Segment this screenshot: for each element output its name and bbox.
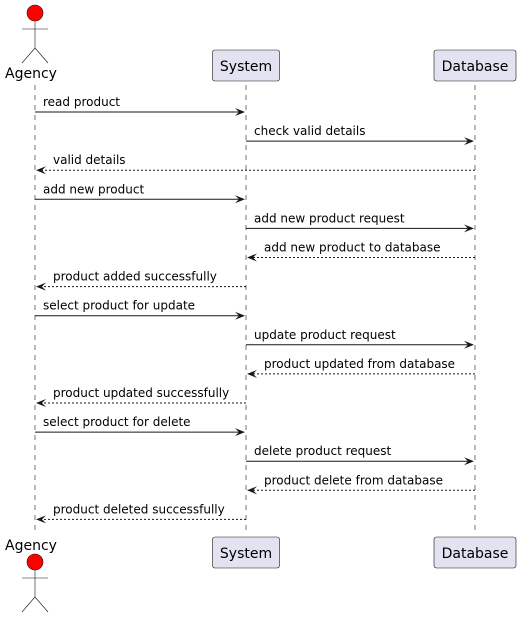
actor-head-icon xyxy=(26,4,44,22)
message-label: product updated from database xyxy=(264,357,455,371)
actor-body-icon xyxy=(21,570,49,613)
participant-box-database xyxy=(433,536,517,569)
message-7: product added successfully xyxy=(36,270,246,291)
message-label: add new product to database xyxy=(264,241,440,255)
message-label: valid details xyxy=(53,153,126,167)
arrowhead-icon xyxy=(36,282,46,291)
message-13: delete product request xyxy=(246,444,474,466)
participant-box-system xyxy=(212,49,280,82)
message-label: product delete from database xyxy=(264,473,443,487)
message-label: product deleted successfully xyxy=(53,502,225,516)
arrowhead-icon xyxy=(235,195,245,204)
message-label: select product for update xyxy=(43,299,195,313)
participant-box-database xyxy=(433,49,517,82)
message-3: valid details xyxy=(36,153,475,175)
message-12: select product for delete xyxy=(35,415,245,437)
actor-head-icon xyxy=(26,553,44,571)
arrowhead-icon xyxy=(235,311,245,320)
message-1: read product xyxy=(35,95,245,116)
lifelines xyxy=(34,85,476,533)
arrowhead-icon xyxy=(36,515,46,524)
actor-label-agency: Agency xyxy=(5,66,57,82)
messages: read product check valid details valid det… xyxy=(35,95,475,524)
arrowhead-icon xyxy=(36,166,46,175)
message-5: add new product request xyxy=(246,211,474,233)
message-label: product added successfully xyxy=(53,270,217,284)
message-9: update product request xyxy=(246,328,474,349)
arrowhead-icon xyxy=(247,369,257,378)
arrowhead-icon xyxy=(464,340,474,349)
arrowhead-icon xyxy=(464,457,474,466)
participant-box-system xyxy=(212,536,280,569)
arrowhead-icon xyxy=(235,108,245,116)
arrowhead-icon xyxy=(464,137,474,146)
message-label: read product xyxy=(43,95,120,109)
arrowhead-icon xyxy=(464,224,474,233)
message-label: product updated successfully xyxy=(53,386,229,400)
message-label: delete product request xyxy=(254,444,391,458)
actor-body-icon xyxy=(21,21,49,64)
message-6: add new product to database xyxy=(247,241,475,262)
participant-label-system: System xyxy=(220,59,272,75)
actor-label-agency: Agency xyxy=(5,538,57,554)
message-label: update product request xyxy=(254,328,396,342)
arrowhead-icon xyxy=(247,486,257,495)
message-label: add new product xyxy=(43,182,144,196)
participants-top: Agency System Database xyxy=(5,4,517,82)
message-11: product updated successfully xyxy=(36,386,246,407)
message-4: add new product xyxy=(35,182,245,204)
arrowhead-icon xyxy=(36,399,46,407)
message-8: select product for update xyxy=(35,299,245,320)
participant-label-system: System xyxy=(220,546,272,562)
message-label: select product for delete xyxy=(43,415,191,429)
participant-label-database: Database xyxy=(442,546,509,562)
message-10: product updated from database xyxy=(247,357,475,378)
message-label: check valid details xyxy=(254,124,365,138)
message-14: product delete from database xyxy=(247,473,475,495)
arrowhead-icon xyxy=(247,253,257,262)
arrowhead-icon xyxy=(235,428,245,437)
message-2: check valid details xyxy=(246,124,474,146)
participant-label-database: Database xyxy=(442,59,509,75)
message-label: add new product request xyxy=(254,211,405,225)
message-15: product deleted successfully xyxy=(36,502,246,524)
